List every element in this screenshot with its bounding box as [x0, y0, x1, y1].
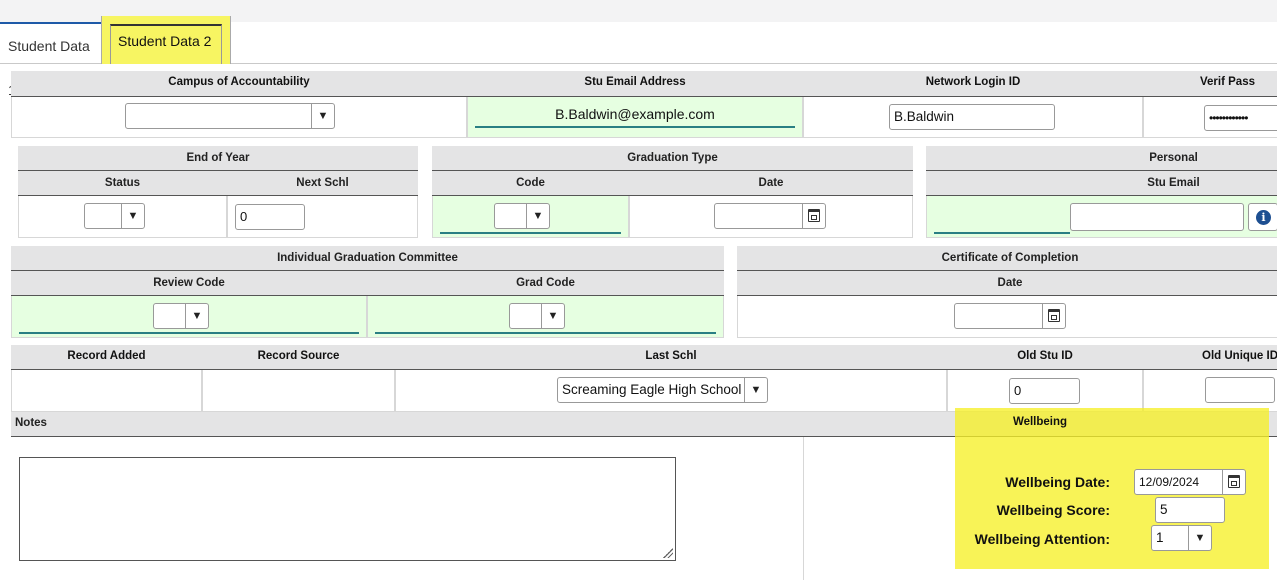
notes-divider: [803, 437, 804, 580]
chevron-down-icon: ▼: [311, 104, 334, 128]
igc-grad-code-header: Grad Code: [367, 271, 724, 296]
wellbeing-score-input[interactable]: 5: [1155, 497, 1225, 523]
stu-email-underline: [475, 126, 795, 128]
end-of-year-header: End of Year: [18, 146, 418, 171]
tab-bar: Student Data 1 Student Data 2: [0, 16, 1277, 98]
calendar-button[interactable]: [1042, 304, 1065, 328]
certificate-header: Certificate of Completion: [737, 246, 1277, 271]
verif-pass-header: Verif Pass: [1200, 76, 1255, 88]
igc-review-code-select[interactable]: ▼: [153, 303, 209, 329]
personal-stu-email-label: Stu Email: [1147, 177, 1200, 189]
calendar-icon: [808, 209, 820, 222]
wellbeing-attention-select[interactable]: 1 ▼: [1151, 525, 1212, 551]
personal-stu-email-header: Stu Email: [926, 171, 1277, 196]
eoy-status-select[interactable]: ▼: [84, 203, 145, 229]
stu-email-address-value[interactable]: B.Baldwin@example.com: [555, 106, 715, 122]
wellbeing-score-label: Wellbeing Score:: [996, 502, 1110, 518]
personal-stu-email-input[interactable]: [1070, 203, 1244, 231]
wellbeing-date-value: 12/09/2024: [1139, 475, 1200, 489]
notes-header: Notes: [15, 417, 47, 429]
certificate-date-input[interactable]: [954, 303, 1066, 329]
grad-code-underline: [440, 232, 621, 234]
network-login-input[interactable]: B.Baldwin: [889, 104, 1055, 130]
wellbeing-header: Wellbeing: [1012, 416, 1068, 428]
wellbeing-attention-label: Wellbeing Attention:: [974, 531, 1110, 547]
chevron-down-icon: ▼: [526, 204, 549, 228]
igc-grad-underline: [375, 332, 716, 334]
old-stu-id-input[interactable]: 0: [1009, 378, 1080, 404]
chevron-down-icon: ▼: [744, 378, 767, 402]
network-login-header: Network Login ID: [925, 76, 1021, 88]
grad-code-select[interactable]: ▼: [494, 203, 550, 229]
igc-header: Individual Graduation Committee: [11, 246, 724, 271]
records-header-bar: [11, 345, 1277, 370]
tab-label: Student Data 2: [118, 33, 212, 49]
campus-select[interactable]: ▼: [125, 103, 335, 129]
record-added-header: Record Added: [67, 350, 146, 362]
record-source-cell: [202, 370, 395, 412]
campus-header: Campus of Accountability: [168, 76, 310, 88]
top-strip: [0, 0, 1277, 22]
eoy-status-header: Status: [18, 171, 227, 196]
tab-active-frame: [110, 24, 222, 64]
old-stu-id-header: Old Stu ID: [1017, 350, 1073, 362]
resize-grip-icon[interactable]: [663, 548, 673, 558]
calendar-icon: [1048, 309, 1060, 322]
record-source-header: Record Source: [257, 350, 340, 362]
eoy-next-schl-input[interactable]: 0: [235, 204, 305, 230]
info-icon: i: [1256, 210, 1271, 225]
tab-student-data-1[interactable]: Student Data 1: [0, 22, 102, 98]
wellbeing-date-label: Wellbeing Date:: [1005, 474, 1110, 490]
chevron-down-icon: ▼: [1188, 526, 1211, 550]
chevron-down-icon: ▼: [121, 204, 144, 228]
chevron-down-icon: ▼: [185, 304, 208, 328]
row1-header-bar: [11, 71, 1277, 97]
calendar-icon: [1228, 475, 1240, 488]
tab-student-data-2[interactable]: Student Data 2: [101, 16, 231, 64]
calendar-button[interactable]: [1222, 470, 1245, 494]
last-schl-select[interactable]: Screaming Eagle High School ▼: [557, 377, 768, 403]
stu-email-cell: [467, 97, 803, 138]
certificate-header-label: Certificate of Completion: [941, 252, 1079, 264]
chevron-down-icon: ▼: [541, 304, 564, 328]
info-button[interactable]: i: [1248, 203, 1277, 231]
igc-review-code-header: Review Code: [11, 271, 367, 296]
personal-header: Personal: [926, 146, 1277, 171]
grad-date-header: Date: [629, 171, 913, 196]
igc-review-underline: [19, 332, 359, 334]
verif-pass-input[interactable]: ••••••••••••: [1204, 105, 1277, 131]
wellbeing-date-input[interactable]: 12/09/2024: [1134, 469, 1246, 495]
old-unique-id-input[interactable]: [1205, 377, 1275, 403]
eoy-next-schl-header: Next Schl: [227, 171, 418, 196]
notes-textarea[interactable]: [19, 457, 676, 561]
personal-header-label: Personal: [1149, 152, 1198, 164]
igc-grad-code-select[interactable]: ▼: [509, 303, 565, 329]
graduation-type-header: Graduation Type: [432, 146, 913, 171]
certificate-date-label: Date: [997, 277, 1023, 289]
personal-email-underline: [934, 232, 1070, 234]
last-schl-header: Last Schl: [645, 350, 697, 362]
wellbeing-attention-value: 1: [1156, 530, 1164, 545]
record-added-cell: [11, 370, 202, 412]
old-unique-id-header: Old Unique ID: [1202, 350, 1277, 362]
calendar-button[interactable]: [802, 204, 825, 228]
certificate-date-header: Date: [737, 271, 1277, 296]
grad-code-header: Code: [432, 171, 629, 196]
stu-email-address-header: Stu Email Address: [584, 76, 686, 88]
grad-date-input[interactable]: [714, 203, 826, 229]
last-schl-value: Screaming Eagle High School: [562, 382, 742, 397]
